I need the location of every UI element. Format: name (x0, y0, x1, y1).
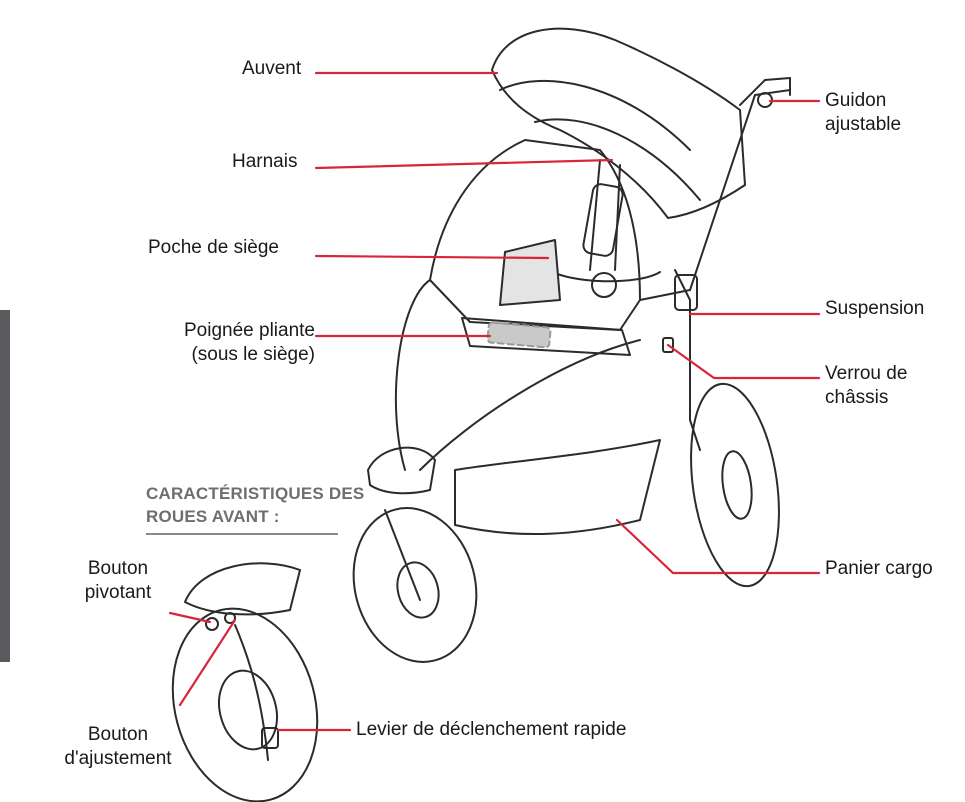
label-guidon-line2: ajustable (825, 113, 901, 137)
label-levier: Levier de déclenchement rapide (356, 718, 626, 742)
label-poignee-pliante: Poignée pliante (sous le siège) (184, 319, 315, 367)
label-pivotant-line1: Bouton (58, 557, 178, 581)
section-title-line2: ROUES AVANT : (146, 505, 364, 528)
label-ajust-line1: Bouton (40, 723, 196, 747)
rear-wheel-hub (718, 449, 755, 520)
harness-pad (582, 183, 624, 257)
label-pivotant-line2: pivotant (58, 581, 178, 605)
section-title-rule (146, 533, 338, 535)
leader-harnais (316, 160, 612, 168)
harness-waist (545, 268, 660, 281)
label-verrou-line1: Verrou de (825, 362, 907, 386)
harness-buckle (592, 273, 616, 297)
section-title-line1: CARACTÉRISTIQUES DES (146, 482, 364, 505)
label-panier-cargo: Panier cargo (825, 557, 933, 581)
label-poignee-line2: (sous le siège) (184, 343, 315, 367)
inset-wheel-hub (211, 664, 286, 756)
label-harnais: Harnais (232, 150, 297, 174)
label-auvent: Auvent (242, 57, 301, 81)
inset-fork-head (185, 563, 300, 614)
inset-fork-arm (235, 625, 268, 760)
rear-wheel (679, 378, 791, 592)
frame-top (640, 90, 790, 300)
label-poignee-line1: Poignée pliante (184, 319, 315, 343)
frame-front-left (396, 280, 430, 470)
label-guidon-ajustable: Guidon ajustable (825, 89, 901, 137)
front-wheel-hub (391, 558, 444, 622)
cargo-basket (455, 440, 660, 534)
label-bouton-pivotant: Bouton pivotant (58, 557, 178, 605)
inset-swivel-knob (206, 618, 218, 630)
label-bouton-ajustement: Bouton d'ajustement (40, 723, 196, 771)
label-ajust-line2: d'ajustement (40, 747, 196, 771)
label-suspension: Suspension (825, 297, 924, 321)
label-verrou-chassis: Verrou de châssis (825, 362, 907, 410)
seat-pocket (500, 240, 560, 305)
front-fork-arm (385, 510, 420, 600)
label-verrou-line2: châssis (825, 386, 907, 410)
front-wheel-section-title: CARACTÉRISTIQUES DES ROUES AVANT : (146, 482, 364, 528)
label-poche-siege: Poche de siège (148, 236, 279, 260)
label-guidon-line1: Guidon (825, 89, 901, 113)
